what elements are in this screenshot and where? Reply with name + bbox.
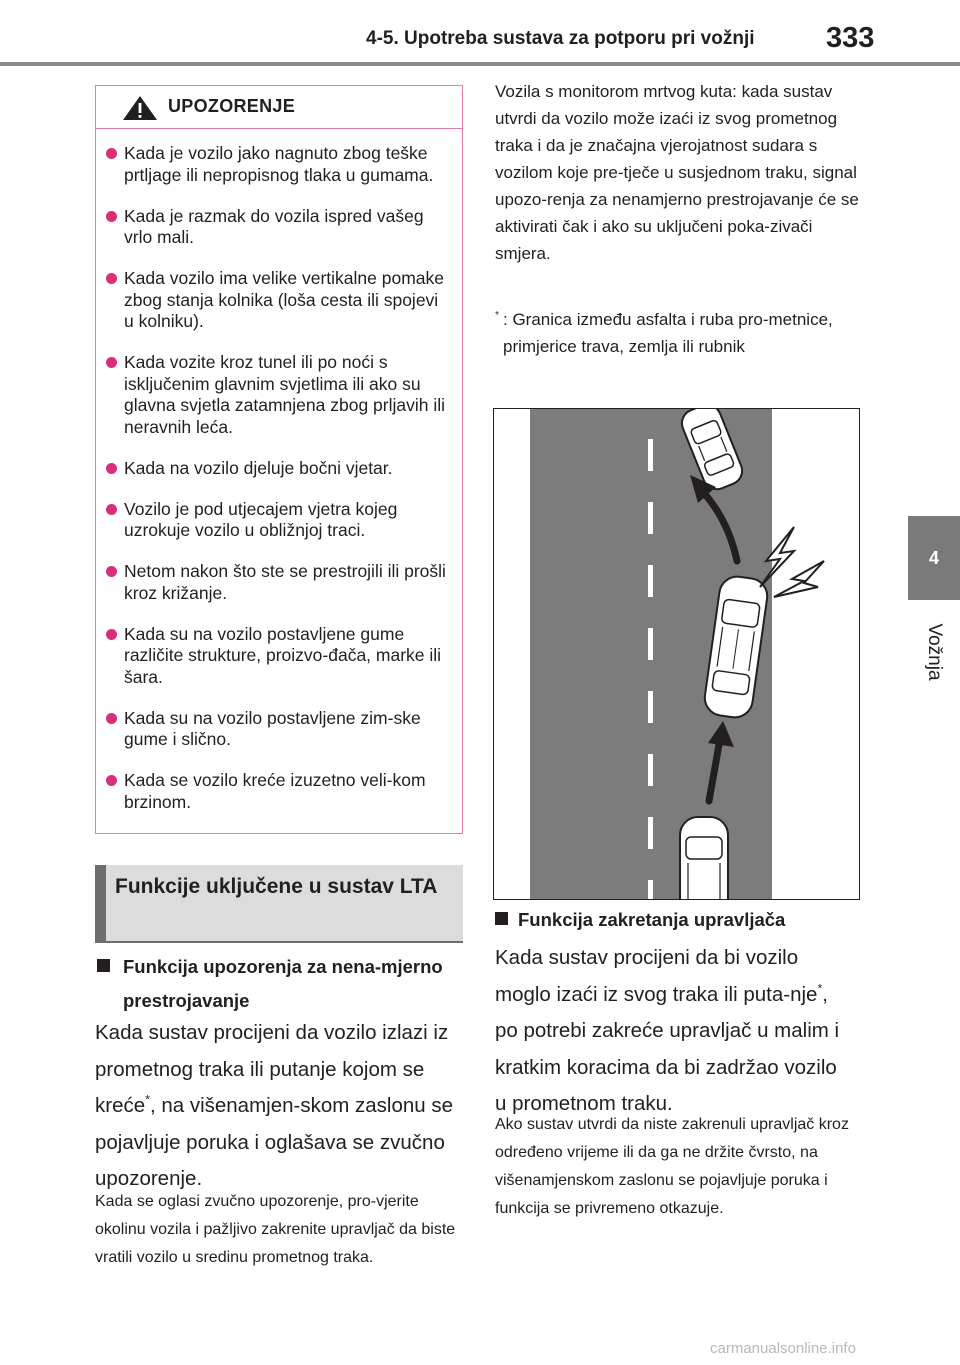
lane-departure-note: Kada se oglasi zvučno upozorenje, pro-vj…	[95, 1193, 456, 1266]
warning-bolt-icon-2	[773, 560, 825, 598]
bullet-icon	[106, 775, 117, 786]
bullet-icon	[106, 503, 117, 515]
section-heading: Funkcije uključene u sustav LTA	[95, 865, 463, 943]
bullet-icon	[106, 210, 117, 222]
warning-bolt-icon	[759, 526, 797, 588]
lane-departure-body: Kada sustav procijeni da vozilo izlazi i…	[95, 1021, 454, 1190]
car-ahead-icon	[680, 403, 744, 491]
blind-spot-text: Vozila s monitorom mrtvog kuta: kada sus…	[495, 82, 859, 263]
steering-assist-heading: Funkcija zakretanja upravljača	[495, 903, 860, 937]
warning-title: UPOZORENJE	[168, 96, 296, 116]
bullet-icon	[106, 357, 117, 368]
warning-item: Vozilo je pod utjecajem vjetra kojeg uzr…	[106, 499, 448, 542]
warning-item: Kada je razmak do vozila ispred vašeg vr…	[106, 206, 448, 249]
section-title: 4-5. Upotreba sustava za potporu pri vož…	[366, 28, 755, 49]
section-heading-rule	[95, 941, 463, 943]
bullet-icon	[106, 462, 117, 474]
warning-item: Kada na vozilo djeluje bočni vjetar.	[106, 458, 448, 480]
steering-assist-note: Ako sustav utvrdi da niste zakrenuli upr…	[495, 1116, 849, 1217]
section-heading-title: Funkcije uključene u sustav LTA	[115, 875, 438, 898]
drifting-car-icon	[703, 575, 769, 719]
drift-arrowhead	[708, 721, 734, 747]
steering-assist-body: Kada sustav procijeni da bi vozilo moglo…	[495, 946, 840, 1115]
lane-diagram-svg	[530, 403, 825, 918]
watermark: carmanualsonline.info	[710, 1340, 856, 1357]
drift-arrow	[705, 735, 724, 805]
footnote: * : Granica između asfalta i ruba pro-me…	[495, 309, 833, 356]
bullet-icon	[106, 712, 117, 724]
section-heading-bar	[95, 865, 106, 941]
lane-center-dashes	[648, 439, 653, 899]
warning-item: Kada se vozilo kreće izuzetno veli-kom b…	[106, 770, 448, 813]
bullet-icon	[106, 566, 117, 577]
chapter-number: 4	[928, 547, 939, 568]
chapter-tab: 4	[908, 516, 960, 600]
bullet-icon	[106, 628, 117, 640]
square-bullet-icon	[97, 959, 110, 972]
warning-item: Kada su na vozilo postavljene gume razli…	[106, 624, 448, 689]
car-behind-icon	[679, 816, 729, 918]
warning-header: UPOZORENJE	[96, 86, 462, 129]
warning-triangle-icon	[123, 96, 157, 120]
warning-item: Kada je vozilo jako nagnuto zbog teške p…	[106, 143, 448, 186]
lane-departure-heading: Funkcija upozorenja za nena-mjerno prest…	[97, 950, 457, 1018]
chapter-label-box: Vožnja	[910, 612, 958, 692]
square-bullet-icon	[495, 912, 508, 925]
warning-item: Netom nakon što ste se prestrojili ili p…	[106, 561, 448, 604]
warning-item: Kada su na vozilo postavljene zim-ske gu…	[106, 708, 448, 751]
steer-arrow	[698, 487, 741, 565]
chapter-label: Vožnja	[924, 623, 945, 681]
bullet-icon	[106, 273, 117, 284]
warning-box: UPOZORENJE Kada je vozilo jako nagnuto z…	[95, 85, 463, 834]
lane-diagram	[493, 403, 860, 918]
warning-list: Kada je vozilo jako nagnuto zbog teške p…	[96, 129, 462, 813]
header-rule	[0, 62, 960, 66]
bullet-icon	[106, 148, 117, 159]
page-number: 333	[826, 22, 875, 54]
warning-item: Kada vozilo ima velike vertikalne pomake…	[106, 268, 448, 333]
steer-arrowhead	[690, 475, 716, 503]
warning-item: Kada vozite kroz tunel ili po noći s isk…	[106, 352, 448, 438]
